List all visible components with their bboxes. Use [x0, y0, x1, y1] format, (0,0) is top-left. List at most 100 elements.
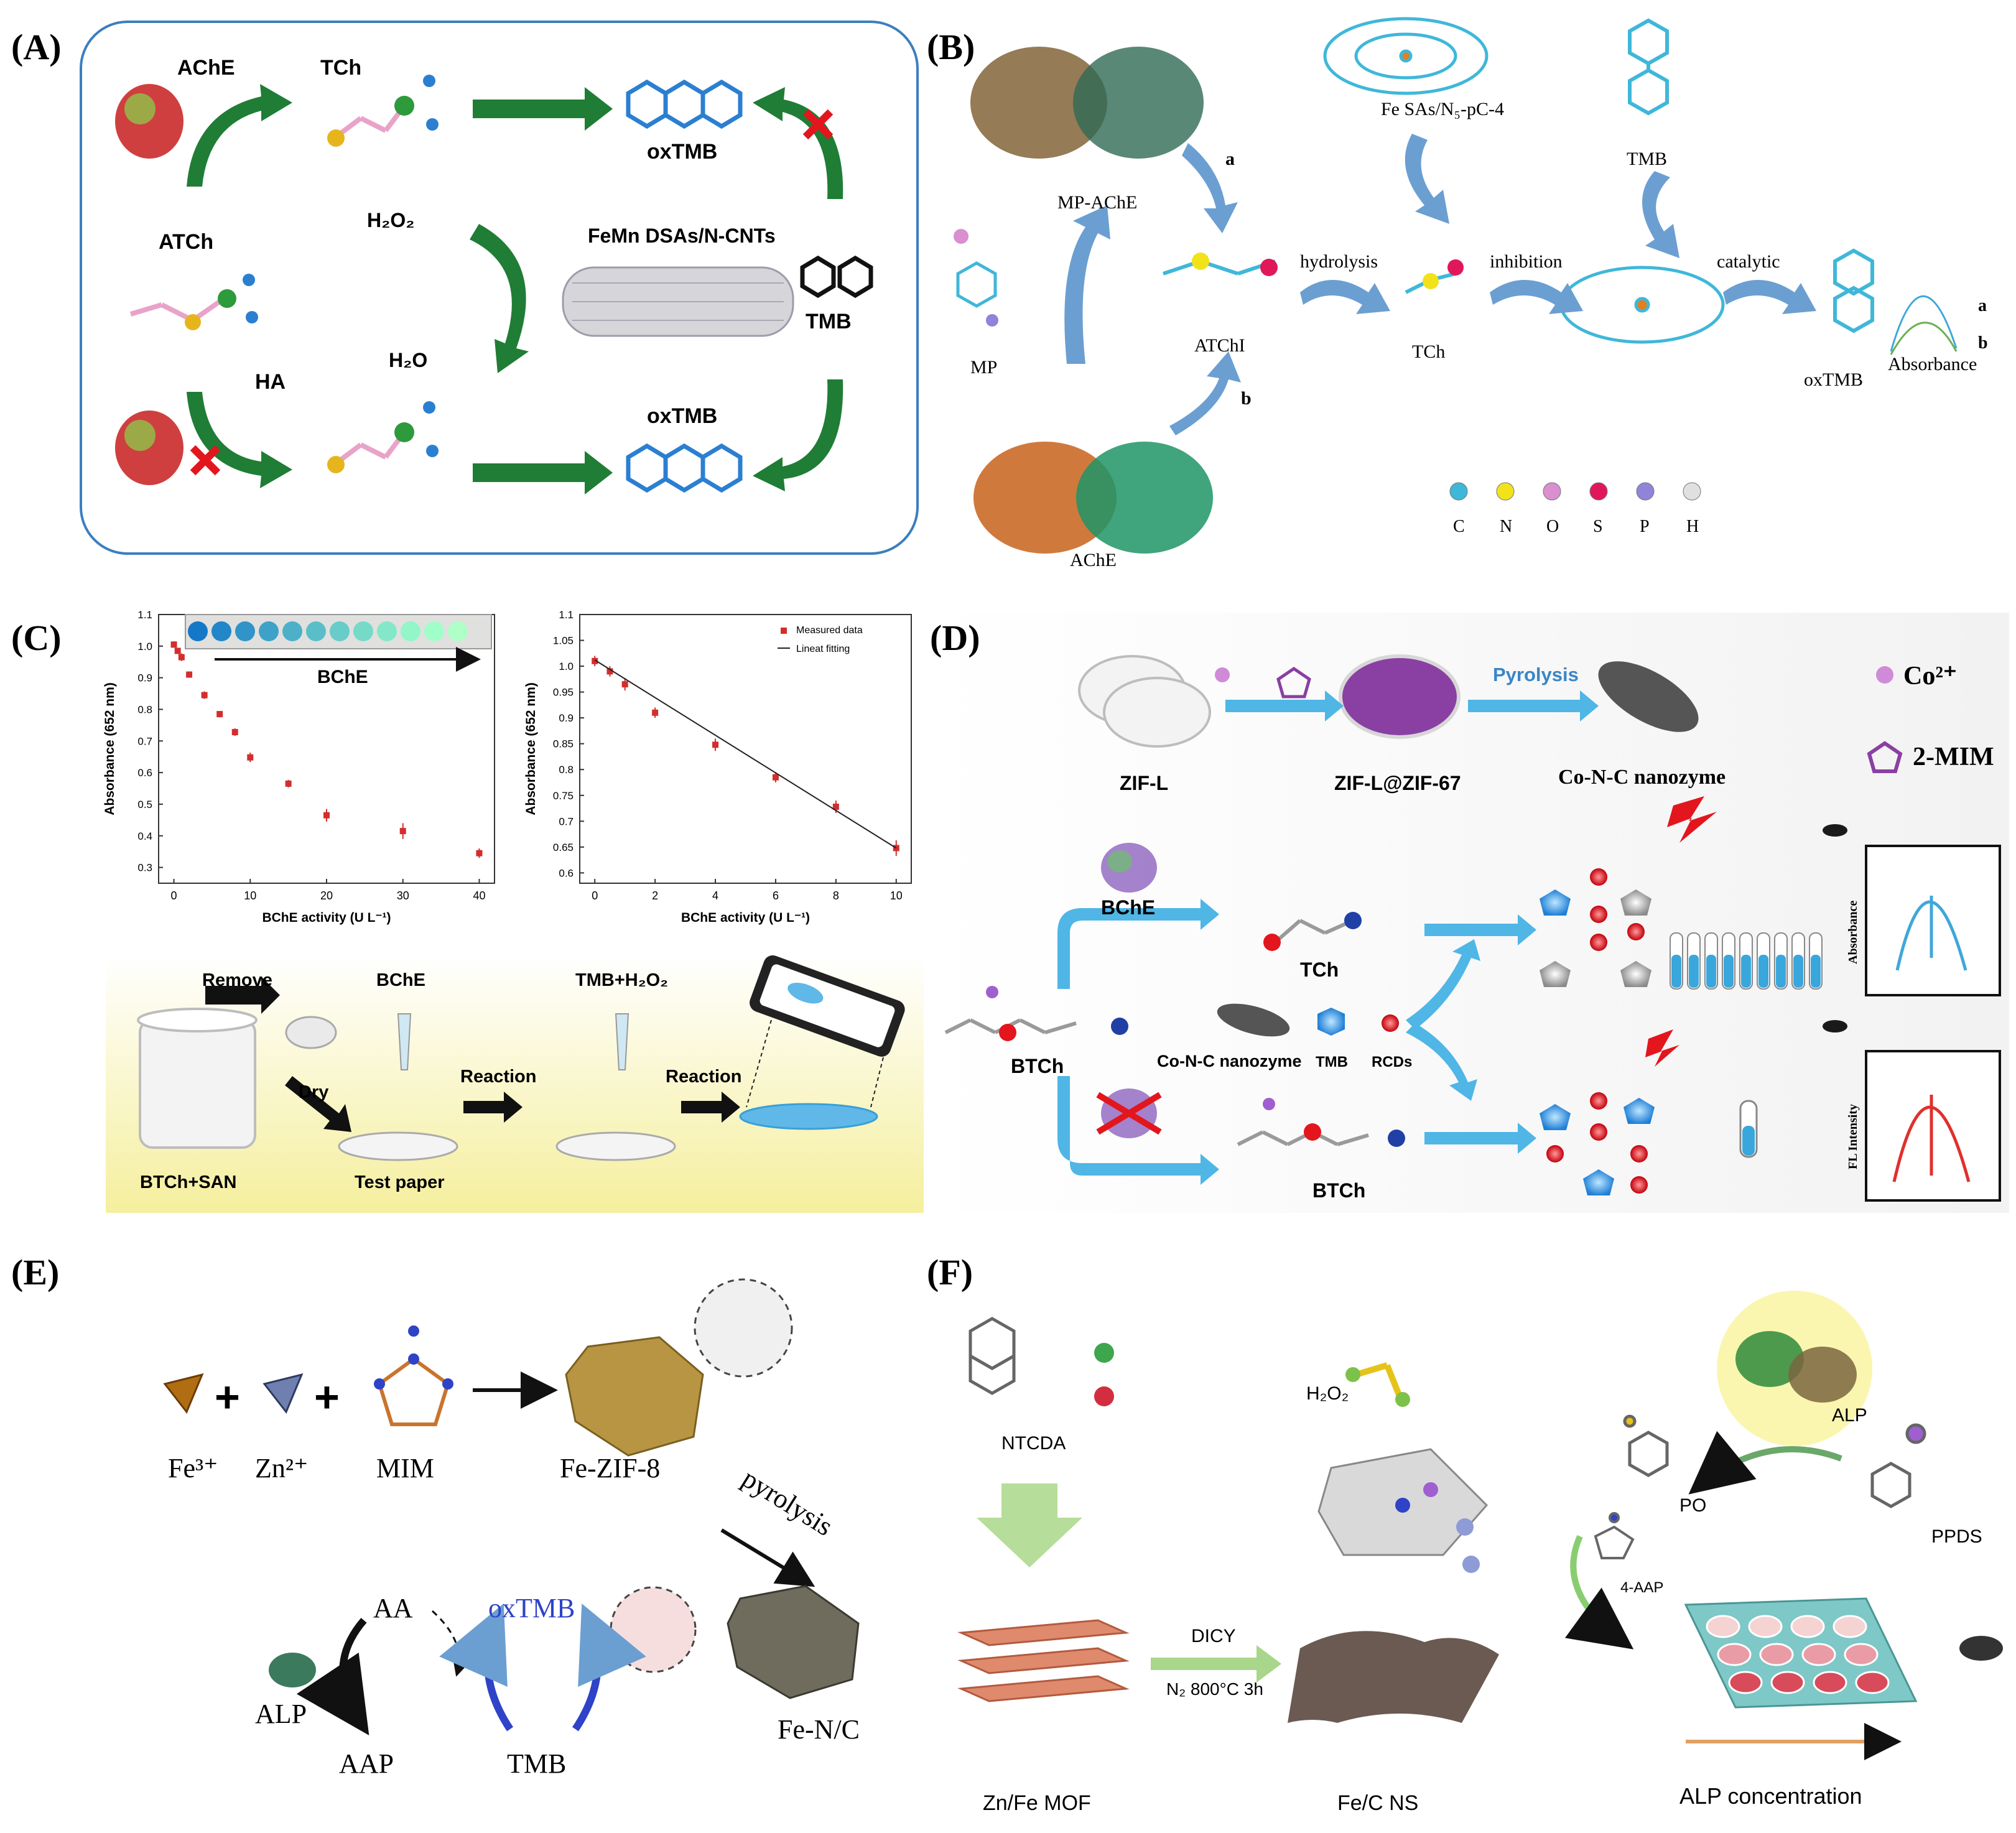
atom-legend-dot [1636, 482, 1655, 501]
particles-bottom [1540, 1092, 1655, 1195]
y-tick-label: 0.8 [559, 764, 574, 776]
b-curve-b-label: b [1978, 333, 1988, 353]
test-tube-liquid [1724, 955, 1734, 988]
x-tick-label: 6 [773, 889, 779, 902]
test-tube-liquid [1758, 955, 1768, 988]
single-tube [1739, 1100, 1758, 1158]
data-point [592, 657, 598, 664]
data-point [323, 812, 330, 819]
absorbance-box [1865, 845, 2001, 996]
plate-well [1706, 1615, 1740, 1638]
x-axis-label: BChE activity (U L⁻¹) [681, 911, 810, 925]
panel-e: (E) + + Fe³⁺ Zn²⁺ MIM Fe-ZIF-8 pyrolysis… [11, 1252, 860, 1779]
plate-well [1770, 1671, 1805, 1694]
e-zn-label: Zn²⁺ [255, 1453, 308, 1483]
tch-molecule-bottom [327, 401, 439, 473]
panel-f: (F) [927, 1252, 2003, 1815]
strip-well [448, 621, 468, 641]
chart-frame [158, 614, 495, 884]
mof-layers [957, 1619, 1130, 1702]
f-h2o2-label: H₂O₂ [1306, 1383, 1349, 1404]
b-blue-arrows [1064, 134, 1816, 435]
atom-legend-label: C [1453, 517, 1465, 536]
a-h2o2-label: H₂O₂ [367, 209, 414, 231]
c-tmb-h2o2-label: TMB+H₂O₂ [575, 970, 668, 990]
test-tube-liquid [1776, 955, 1786, 988]
b-path-a-label: a [1225, 149, 1235, 169]
data-point [285, 780, 292, 787]
d-mim-label: 2-MIM [1913, 743, 1994, 771]
particles-top [1540, 868, 1651, 987]
inhibited-catalyst [1559, 266, 1725, 344]
e-aa-label: AA [373, 1593, 413, 1623]
plate-well [1813, 1671, 1847, 1694]
test-tube-liquid [1689, 955, 1699, 988]
c-remove-label: Remove [202, 970, 272, 990]
strip-well [353, 621, 373, 641]
f-ppds-label: PPDS [1931, 1526, 1982, 1547]
po-molecule [1623, 1414, 1669, 1477]
strip-well [330, 621, 350, 641]
zifl-disks [1078, 655, 1211, 748]
chart-frame [579, 614, 912, 884]
y-tick-label: 0.7 [137, 735, 152, 747]
e-fezif8-label: Fe-ZIF-8 [560, 1453, 660, 1483]
x-tick-label: 30 [397, 889, 409, 902]
y-tick-label: 0.85 [553, 738, 574, 750]
strip-well [424, 621, 444, 641]
c-dry-label: Dry [299, 1082, 328, 1102]
e-tmb-label: TMB [507, 1748, 566, 1779]
plus-1: + [215, 1373, 240, 1421]
y-tick-label: 0.65 [553, 842, 574, 853]
f-alp-label: ALP [1832, 1405, 1867, 1426]
data-point [832, 804, 839, 810]
x-tick-label: 4 [712, 889, 718, 902]
legend-marker [781, 628, 787, 634]
c-btch-san-label: BTCh+SAN [140, 1172, 236, 1192]
rcds-dot [1382, 1014, 1399, 1032]
absorbance-curves [1890, 295, 1958, 355]
tch-molecule-d [1263, 912, 1362, 951]
pipettes [397, 1013, 629, 1070]
y-tick-label: 1.0 [137, 641, 152, 652]
strip-well [401, 621, 420, 641]
panel-f-label: (F) [927, 1252, 973, 1292]
y-tick-label: 0.6 [559, 867, 574, 879]
d-btch-bottom-label: BTCh [1312, 1179, 1365, 1202]
a-ache-label: AChE [177, 56, 235, 80]
y-tick-label: 0.8 [137, 703, 152, 715]
data-point [231, 729, 238, 736]
inhibit-mark-bottom [190, 445, 221, 476]
mim-legend-ring [1867, 741, 1903, 773]
a-ha-label: HA [255, 370, 286, 394]
plate-well [1748, 1615, 1783, 1638]
atch-molecule [129, 274, 258, 330]
panel-d: (D) [927, 613, 2009, 1213]
d-nanozyme-label: Co-N-C nanozyme [1558, 766, 1726, 789]
test-tube-liquid [1793, 955, 1803, 988]
fl-box [1865, 1050, 2001, 1202]
a-h2o-label: H₂O [389, 349, 427, 371]
oxtmb-molecule-bottom [626, 443, 743, 493]
a-tch-label: TCh [320, 56, 361, 80]
data-point [652, 709, 659, 716]
data-point [247, 754, 254, 761]
d-tmb-label: TMB [1316, 1054, 1348, 1070]
plus-2: + [314, 1373, 340, 1421]
data-point [216, 711, 223, 718]
x-tick-label: 0 [592, 889, 598, 902]
e-fenc-label: Fe-N/C [778, 1714, 860, 1745]
d-zifl-label: ZIF-L [1120, 772, 1168, 794]
legend-label: Lineat fitting [796, 644, 850, 654]
e-arrow-pyrolysis [720, 1528, 815, 1587]
atom-legend-dot [1496, 482, 1515, 501]
fe-tetrahedron [163, 1373, 204, 1414]
b-mp-label: MP [970, 357, 997, 378]
x-axis-label: BChE activity (U L⁻¹) [262, 911, 391, 925]
data-point [174, 647, 181, 654]
c-reaction1-label: Reaction [460, 1067, 536, 1087]
tch-molecule [327, 75, 439, 147]
